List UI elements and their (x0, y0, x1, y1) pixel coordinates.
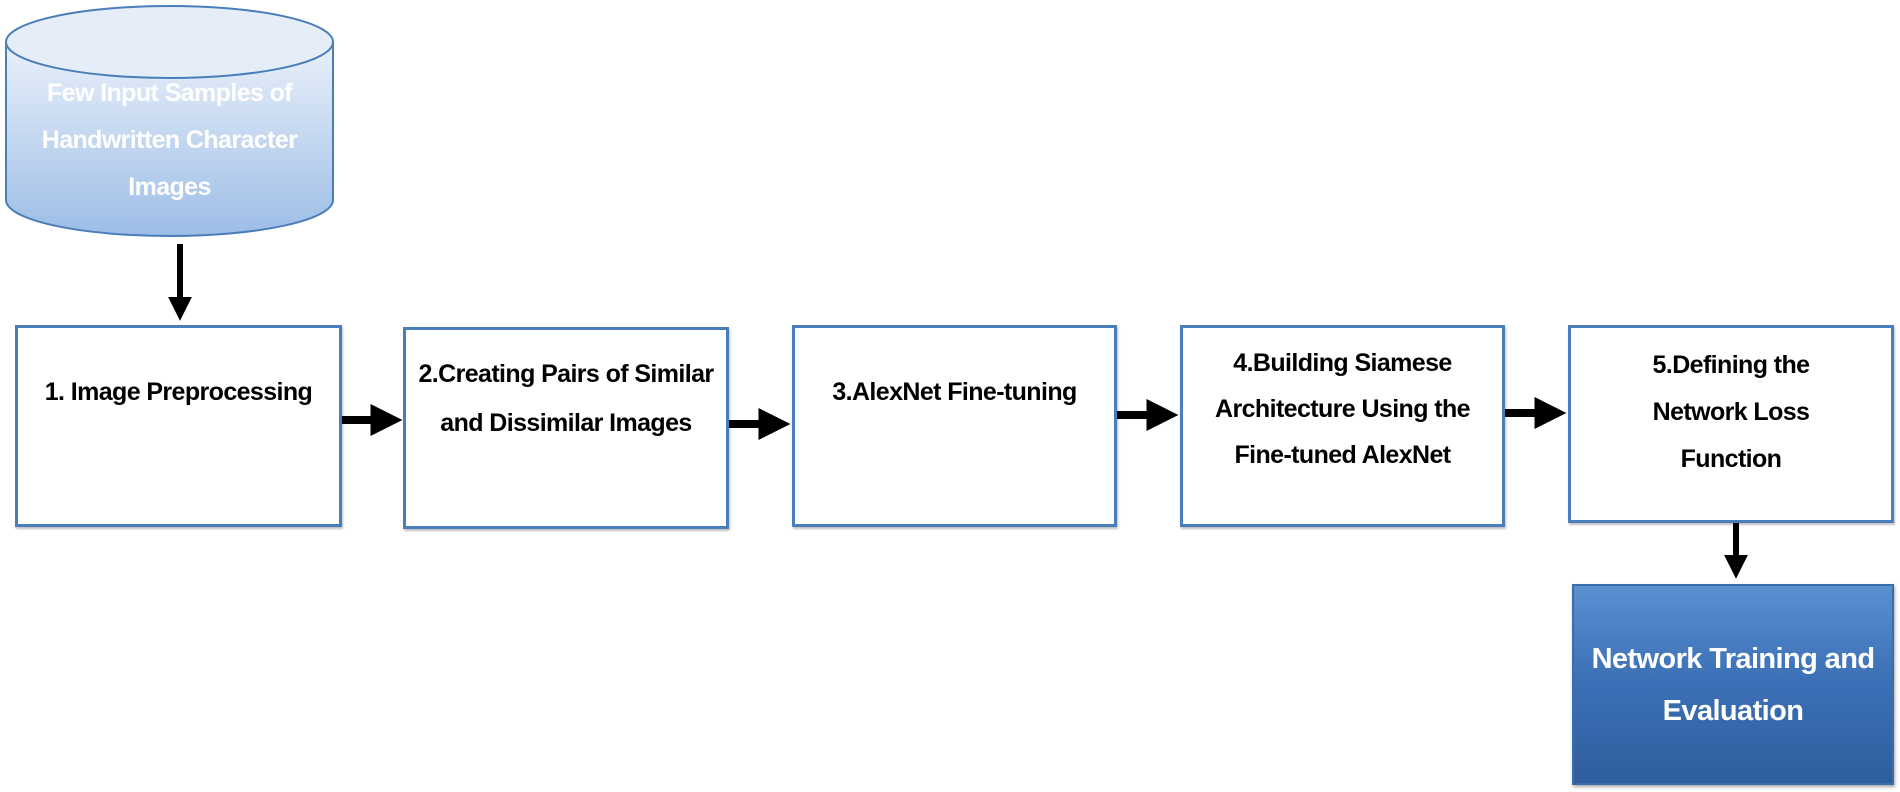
step-3-box: 3.AlexNet Fine-tuning (792, 325, 1117, 527)
output-label: Network Training and Evaluation (1591, 642, 1875, 727)
step-5-label: 5.Defining the Network Loss Function (1652, 351, 1810, 473)
source-label: Few Input Samples of Handwritten Charact… (41, 79, 298, 201)
step-2-label: 2.Creating Pairs of Similar and Dissimil… (418, 360, 714, 437)
step-1-box: 1. Image Preprocessing (15, 325, 342, 527)
step-4-box: 4.Building Siamese Architecture Using th… (1180, 325, 1505, 527)
step-5-box: 5.Defining the Network Loss Function (1568, 325, 1894, 523)
step-4-label: 4.Building Siamese Architecture Using th… (1215, 349, 1471, 469)
source-cylinder (5, 5, 334, 237)
output-box: Network Training and Evaluation (1572, 584, 1894, 785)
step-2-box: 2.Creating Pairs of Similar and Dissimil… (403, 327, 729, 529)
step-3-label: 3.AlexNet Fine-tuning (832, 378, 1077, 406)
step-1-label: 1. Image Preprocessing (44, 378, 313, 406)
